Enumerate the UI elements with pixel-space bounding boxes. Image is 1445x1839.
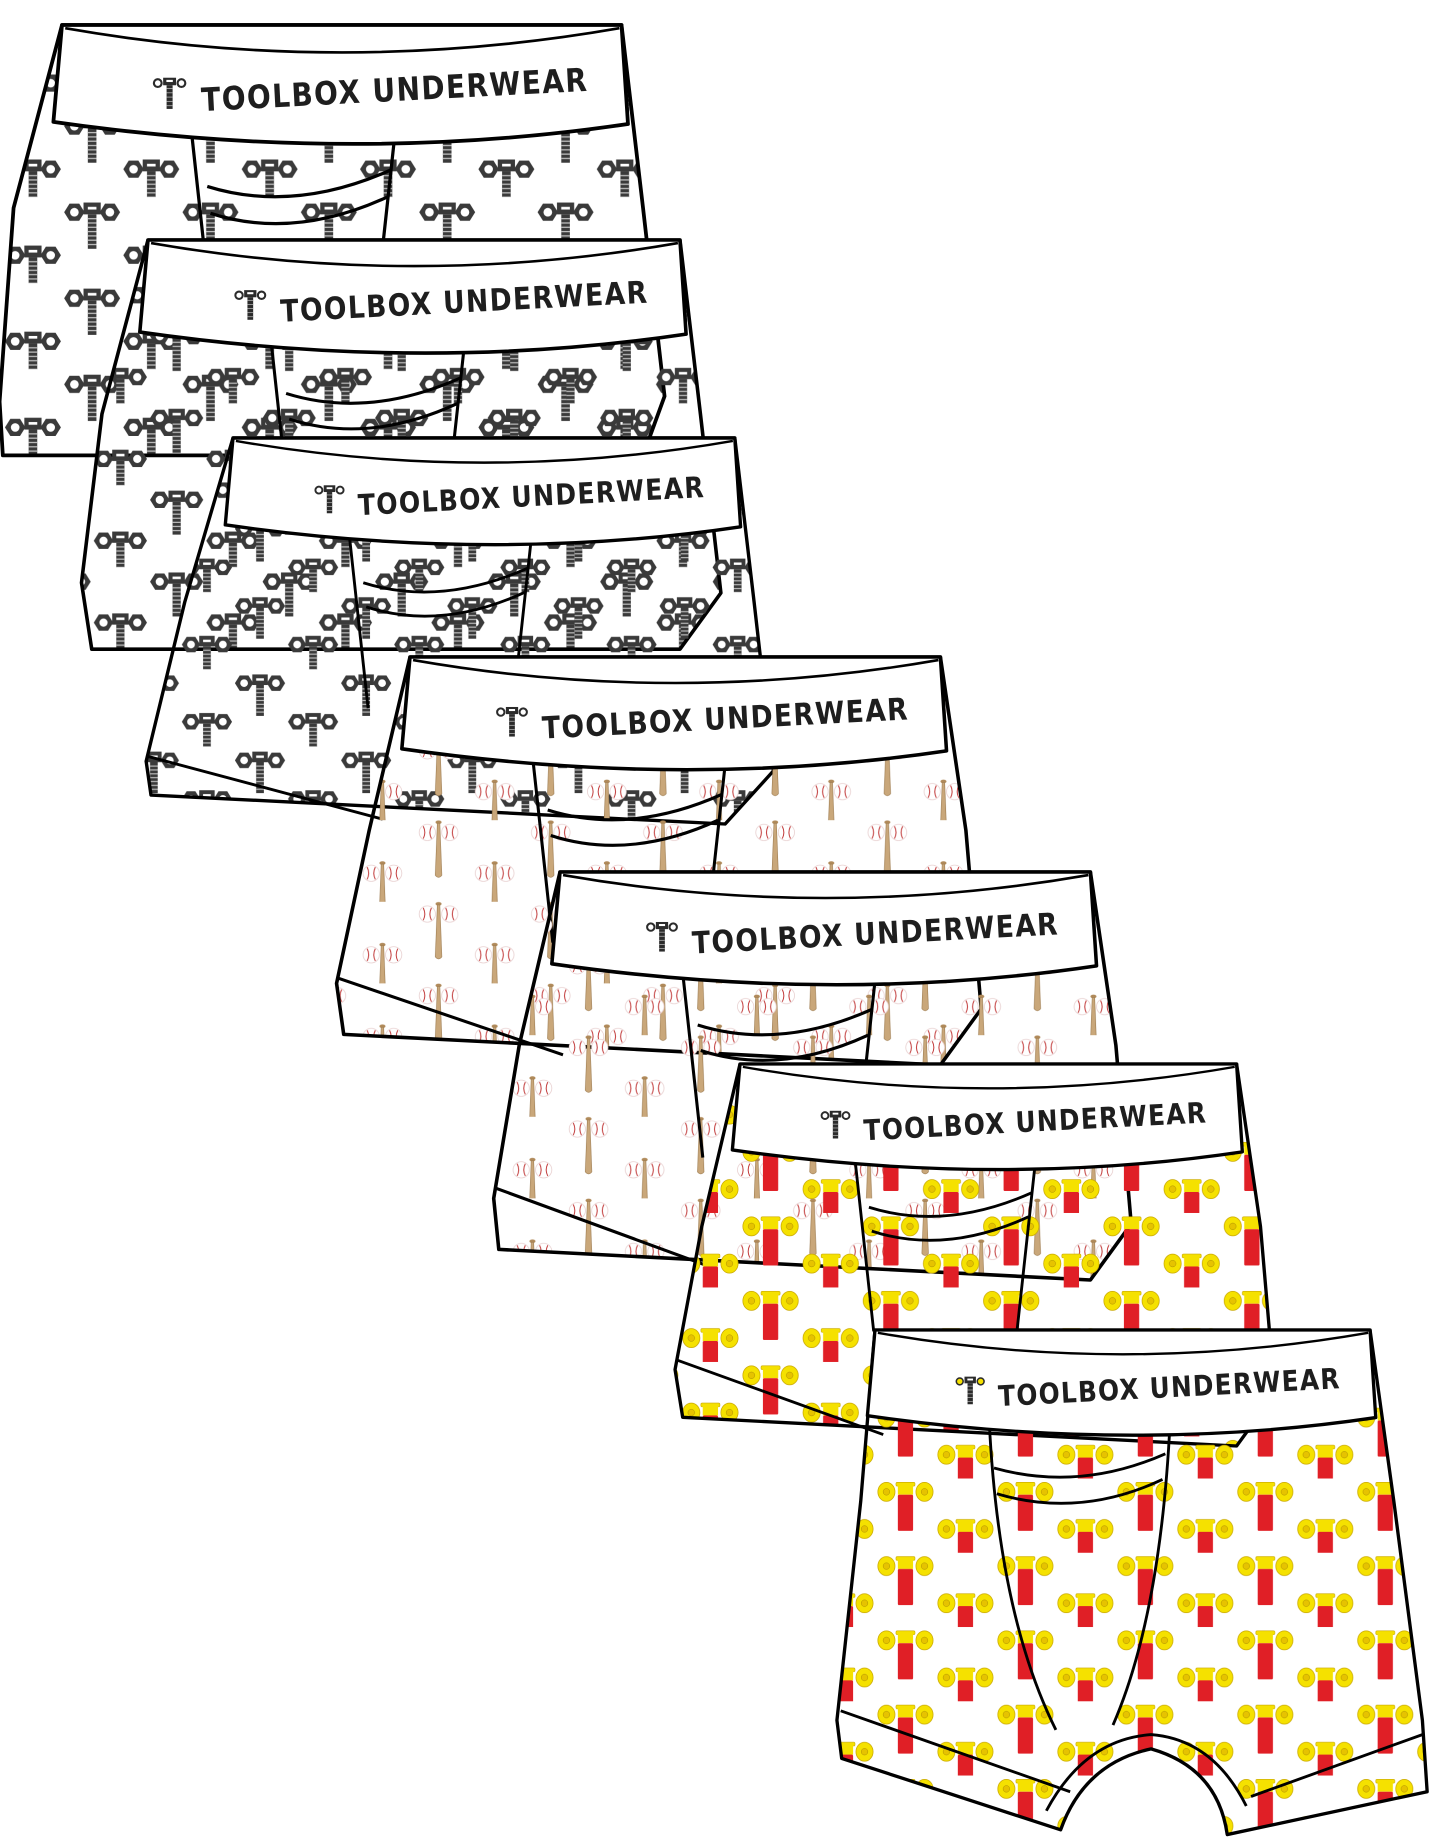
pouch-seam [206, 168, 391, 226]
leg-hem [676, 1358, 884, 1436]
waistband [51, 23, 630, 146]
waistband-top-curve [562, 873, 1089, 900]
pouch-seam [697, 1008, 872, 1062]
waistband [400, 655, 949, 772]
pouch-seam [362, 566, 528, 618]
waistband [223, 436, 743, 547]
leg-hem [495, 1186, 714, 1270]
waistband-top-curve [742, 1065, 1235, 1090]
waistband [550, 870, 1099, 987]
waistband-top-curve [235, 439, 734, 464]
waistband-top-curve [877, 1331, 1369, 1356]
product-boxer-brief-7: TOOLBOX UNDERWEAR [835, 1328, 1429, 1837]
pouch-seam [868, 1191, 1032, 1242]
leg-hem-right [1250, 1733, 1423, 1798]
waistband-top-curve [150, 241, 679, 268]
pouch-seam [993, 1452, 1166, 1505]
leg-hem [147, 755, 383, 821]
pouch-outline [853, 1155, 1038, 1332]
waistband [138, 238, 688, 355]
crotch-gusset [1045, 1733, 1248, 1812]
waistband-top-curve [412, 658, 939, 685]
pouch-seam [547, 793, 722, 847]
leg-hem-left [840, 1709, 1071, 1794]
pouch-outline [987, 1421, 1172, 1731]
brief-body [835, 1328, 1429, 1837]
waistband [730, 1062, 1245, 1172]
waistband [865, 1328, 1378, 1437]
waistband-top-curve [64, 26, 620, 54]
pouch-seam [285, 376, 461, 431]
